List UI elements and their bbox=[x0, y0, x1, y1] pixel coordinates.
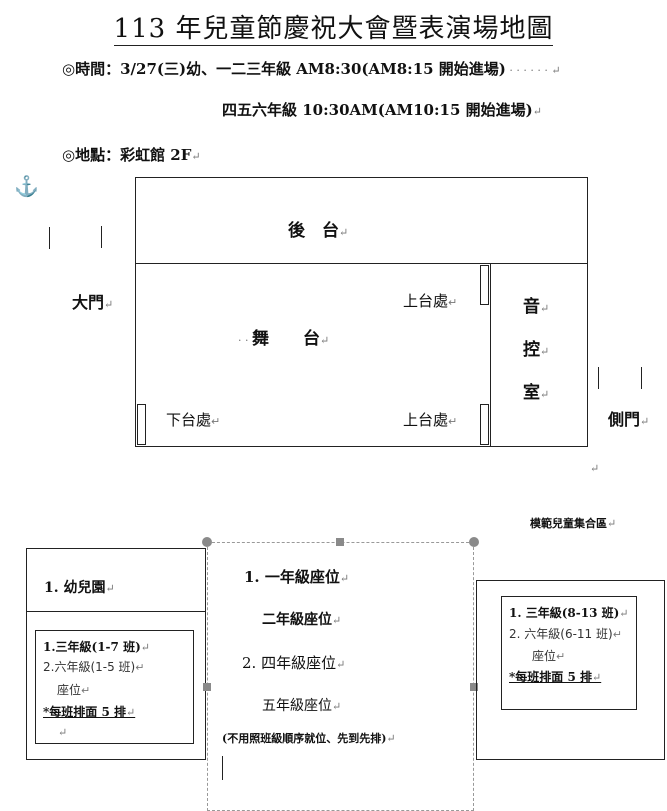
sound-room-divider bbox=[490, 263, 491, 447]
sound-room-char-2: 控↵ bbox=[523, 340, 550, 360]
model-area-label: 模範兒童集合區↵ bbox=[530, 517, 617, 530]
left-note: *每班排面 5 排↵ bbox=[43, 705, 136, 719]
up-stage-steps-bottom bbox=[480, 404, 489, 445]
place-line: ◎地點：彩虹館 2F↵ bbox=[62, 146, 201, 164]
main-gate-post-left bbox=[49, 227, 50, 249]
left-inner-box bbox=[35, 630, 194, 744]
right-line-1: 1. 三年級(8-13 班)↵ bbox=[509, 606, 629, 620]
left-panel-header: 1. 幼兒園↵ bbox=[44, 580, 115, 596]
right-inner-box bbox=[501, 596, 637, 710]
paragraph-mark: ↵ bbox=[590, 462, 600, 475]
text-cursor bbox=[222, 756, 223, 780]
up-stage-steps-top bbox=[480, 265, 489, 305]
page-title: 113 年兒童節慶祝大會暨表演場地圖 bbox=[113, 14, 554, 46]
resize-handle-top[interactable] bbox=[336, 538, 344, 546]
left-panel-divider bbox=[26, 611, 206, 612]
down-stage-label: 下台處↵ bbox=[166, 411, 221, 429]
center-note: (不用照班級順序就位、先到先排)↵ bbox=[222, 732, 396, 745]
side-gate-post-left bbox=[598, 367, 599, 389]
down-stage-steps bbox=[137, 404, 146, 445]
main-gate-post-right bbox=[101, 226, 102, 248]
time-line: ◎時間：3/27(三)幼、一二三年級 AM8:30(AM8:15 開始進場) ·… bbox=[62, 60, 561, 78]
up-stage-label-top: 上台處↵ bbox=[403, 292, 458, 310]
left-line-3: 座位↵ bbox=[57, 683, 91, 697]
center-line-3: 2. 四年級座位↵ bbox=[242, 654, 346, 672]
right-line-3: 座位↵ bbox=[532, 649, 566, 663]
right-line-2: 2. 六年級(6-11 班)↵ bbox=[509, 627, 622, 641]
side-gate-post-right bbox=[641, 367, 642, 389]
resize-handle-top-left[interactable] bbox=[202, 537, 212, 547]
resize-handle-top-right[interactable] bbox=[469, 537, 479, 547]
right-note: *每班排面 5 排↵ bbox=[509, 670, 602, 684]
left-para-mark: ↵ bbox=[58, 726, 68, 739]
backstage-divider bbox=[135, 263, 588, 264]
backstage-label: 後 台↵ bbox=[288, 221, 349, 241]
right-panel bbox=[476, 580, 665, 760]
stage-map bbox=[135, 177, 588, 447]
sound-room-char-1: 音↵ bbox=[523, 297, 550, 317]
center-line-4: 五年級座位↵ bbox=[262, 698, 342, 714]
anchor-icon: ⚓ bbox=[14, 174, 39, 198]
side-gate-label: 側門↵ bbox=[608, 410, 650, 429]
up-stage-label-bottom: 上台處↵ bbox=[403, 411, 458, 429]
center-line-1: 1. 一年級座位↵ bbox=[244, 568, 350, 586]
main-gate-label: 大門↵ bbox=[72, 293, 114, 312]
stage-label: · · 舞 台↵ bbox=[238, 329, 330, 349]
left-panel bbox=[26, 548, 206, 760]
resize-handle-left[interactable] bbox=[203, 683, 211, 691]
center-line-2: 二年級座位↵ bbox=[262, 612, 342, 628]
left-line-1: 1.三年級(1-7 班)↵ bbox=[43, 640, 150, 654]
time-line-2: 四五六年級 10:30AM(AM10:15 開始進場)↵ bbox=[222, 101, 542, 119]
sound-room-char-3: 室↵ bbox=[523, 383, 550, 403]
left-line-2: 2.六年級(1-5 班)↵ bbox=[43, 660, 145, 674]
resize-handle-right[interactable] bbox=[470, 683, 478, 691]
